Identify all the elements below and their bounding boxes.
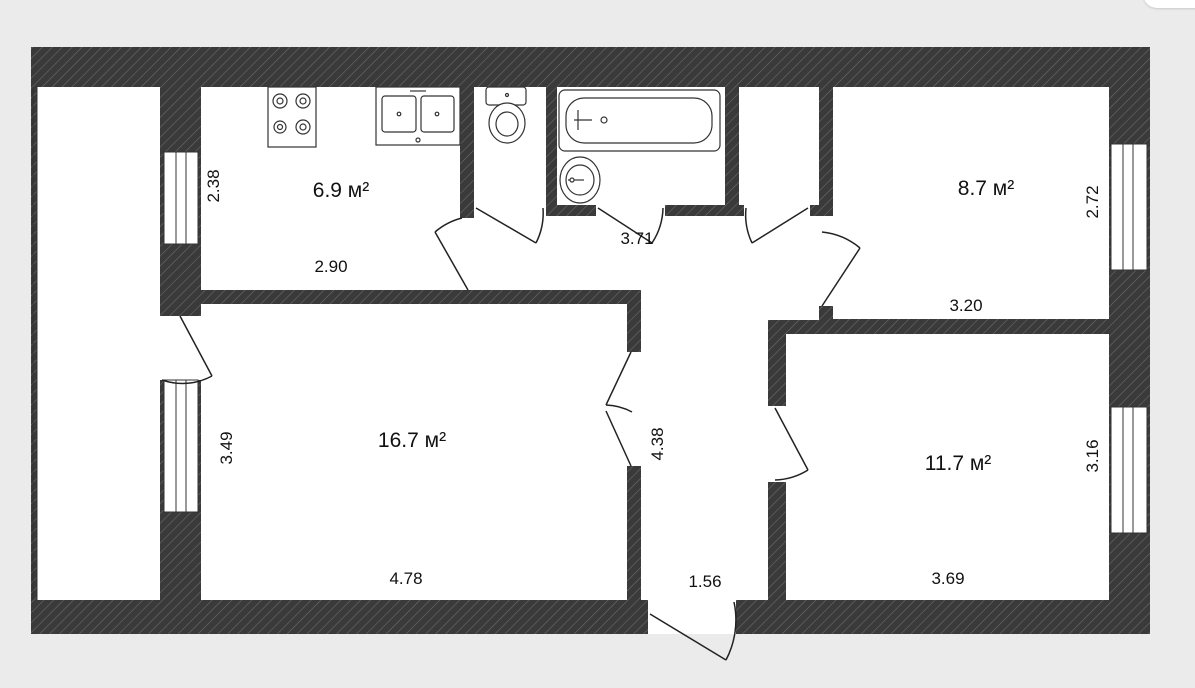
kitchen-height-label: 2.38 [204,169,223,202]
kitchen-width-label: 2.90 [314,257,347,276]
entrance-door-opening [648,600,736,634]
bathroom-width-label: 3.71 [620,229,653,248]
door-bedroom-top [821,231,861,307]
corridor-length-label: 4.38 [648,427,667,460]
bedroom-bottom-height-label: 3.16 [1083,439,1102,472]
bedroom-bottom-door-opening [768,406,786,482]
corridor-width-label: 1.56 [688,572,721,591]
living-door-opening [627,352,641,466]
door-toilet [475,207,544,244]
corner-tab [1143,0,1195,8]
living-floor [201,304,627,600]
bedroom-bottom-floor [786,334,1109,600]
bedroom-bottom-area-label: 11.7 м² [925,452,992,475]
balcony-door-opening [160,316,201,380]
windows [32,87,1148,600]
bedroom-top-height-label: 2.72 [1083,185,1102,218]
toilet-icon [485,86,527,144]
living-area-label: 16.7 м² [378,429,446,452]
living-height-label: 3.49 [217,431,236,464]
window-kitchen-left [163,151,199,245]
bedroom-top-area-label: 8.7 м² [958,177,1014,200]
window-living-left [163,379,199,513]
door-living-double [605,351,633,467]
door-closet [744,207,809,244]
window-bedroom-bottom-right [1110,406,1148,534]
bedroom-top-floor [833,87,1109,319]
kitchen-door-opening [460,218,474,290]
door-balcony [161,315,213,385]
stove-icon [267,86,317,148]
kitchen-area-label: 6.9 м² [313,179,369,202]
door-entrance [649,601,737,661]
bedroom-top-door-opening [819,216,833,306]
balcony-floor [37,87,160,600]
bathroom-door-opening [596,205,665,216]
hall-floor [474,216,819,290]
hall-floor-lower [641,290,819,320]
door-bathroom [597,207,664,244]
window-bedroom-top-right [1110,143,1148,271]
toilet-door-opening [474,205,546,216]
door-kitchen [434,217,469,291]
sink-icon [375,86,461,146]
bathtub-icon [558,89,721,152]
doors [161,207,861,661]
bedroom-top-width-label: 3.20 [949,296,982,315]
closet-door-opening [744,205,810,216]
washbasin-icon [559,156,601,204]
closet-floor [739,87,819,205]
door-bedroom-bottom [774,407,809,481]
corridor-floor [641,320,768,600]
living-width-label: 4.78 [389,569,422,588]
window-balcony [32,87,38,600]
bedroom-bottom-width-label: 3.69 [931,569,964,588]
